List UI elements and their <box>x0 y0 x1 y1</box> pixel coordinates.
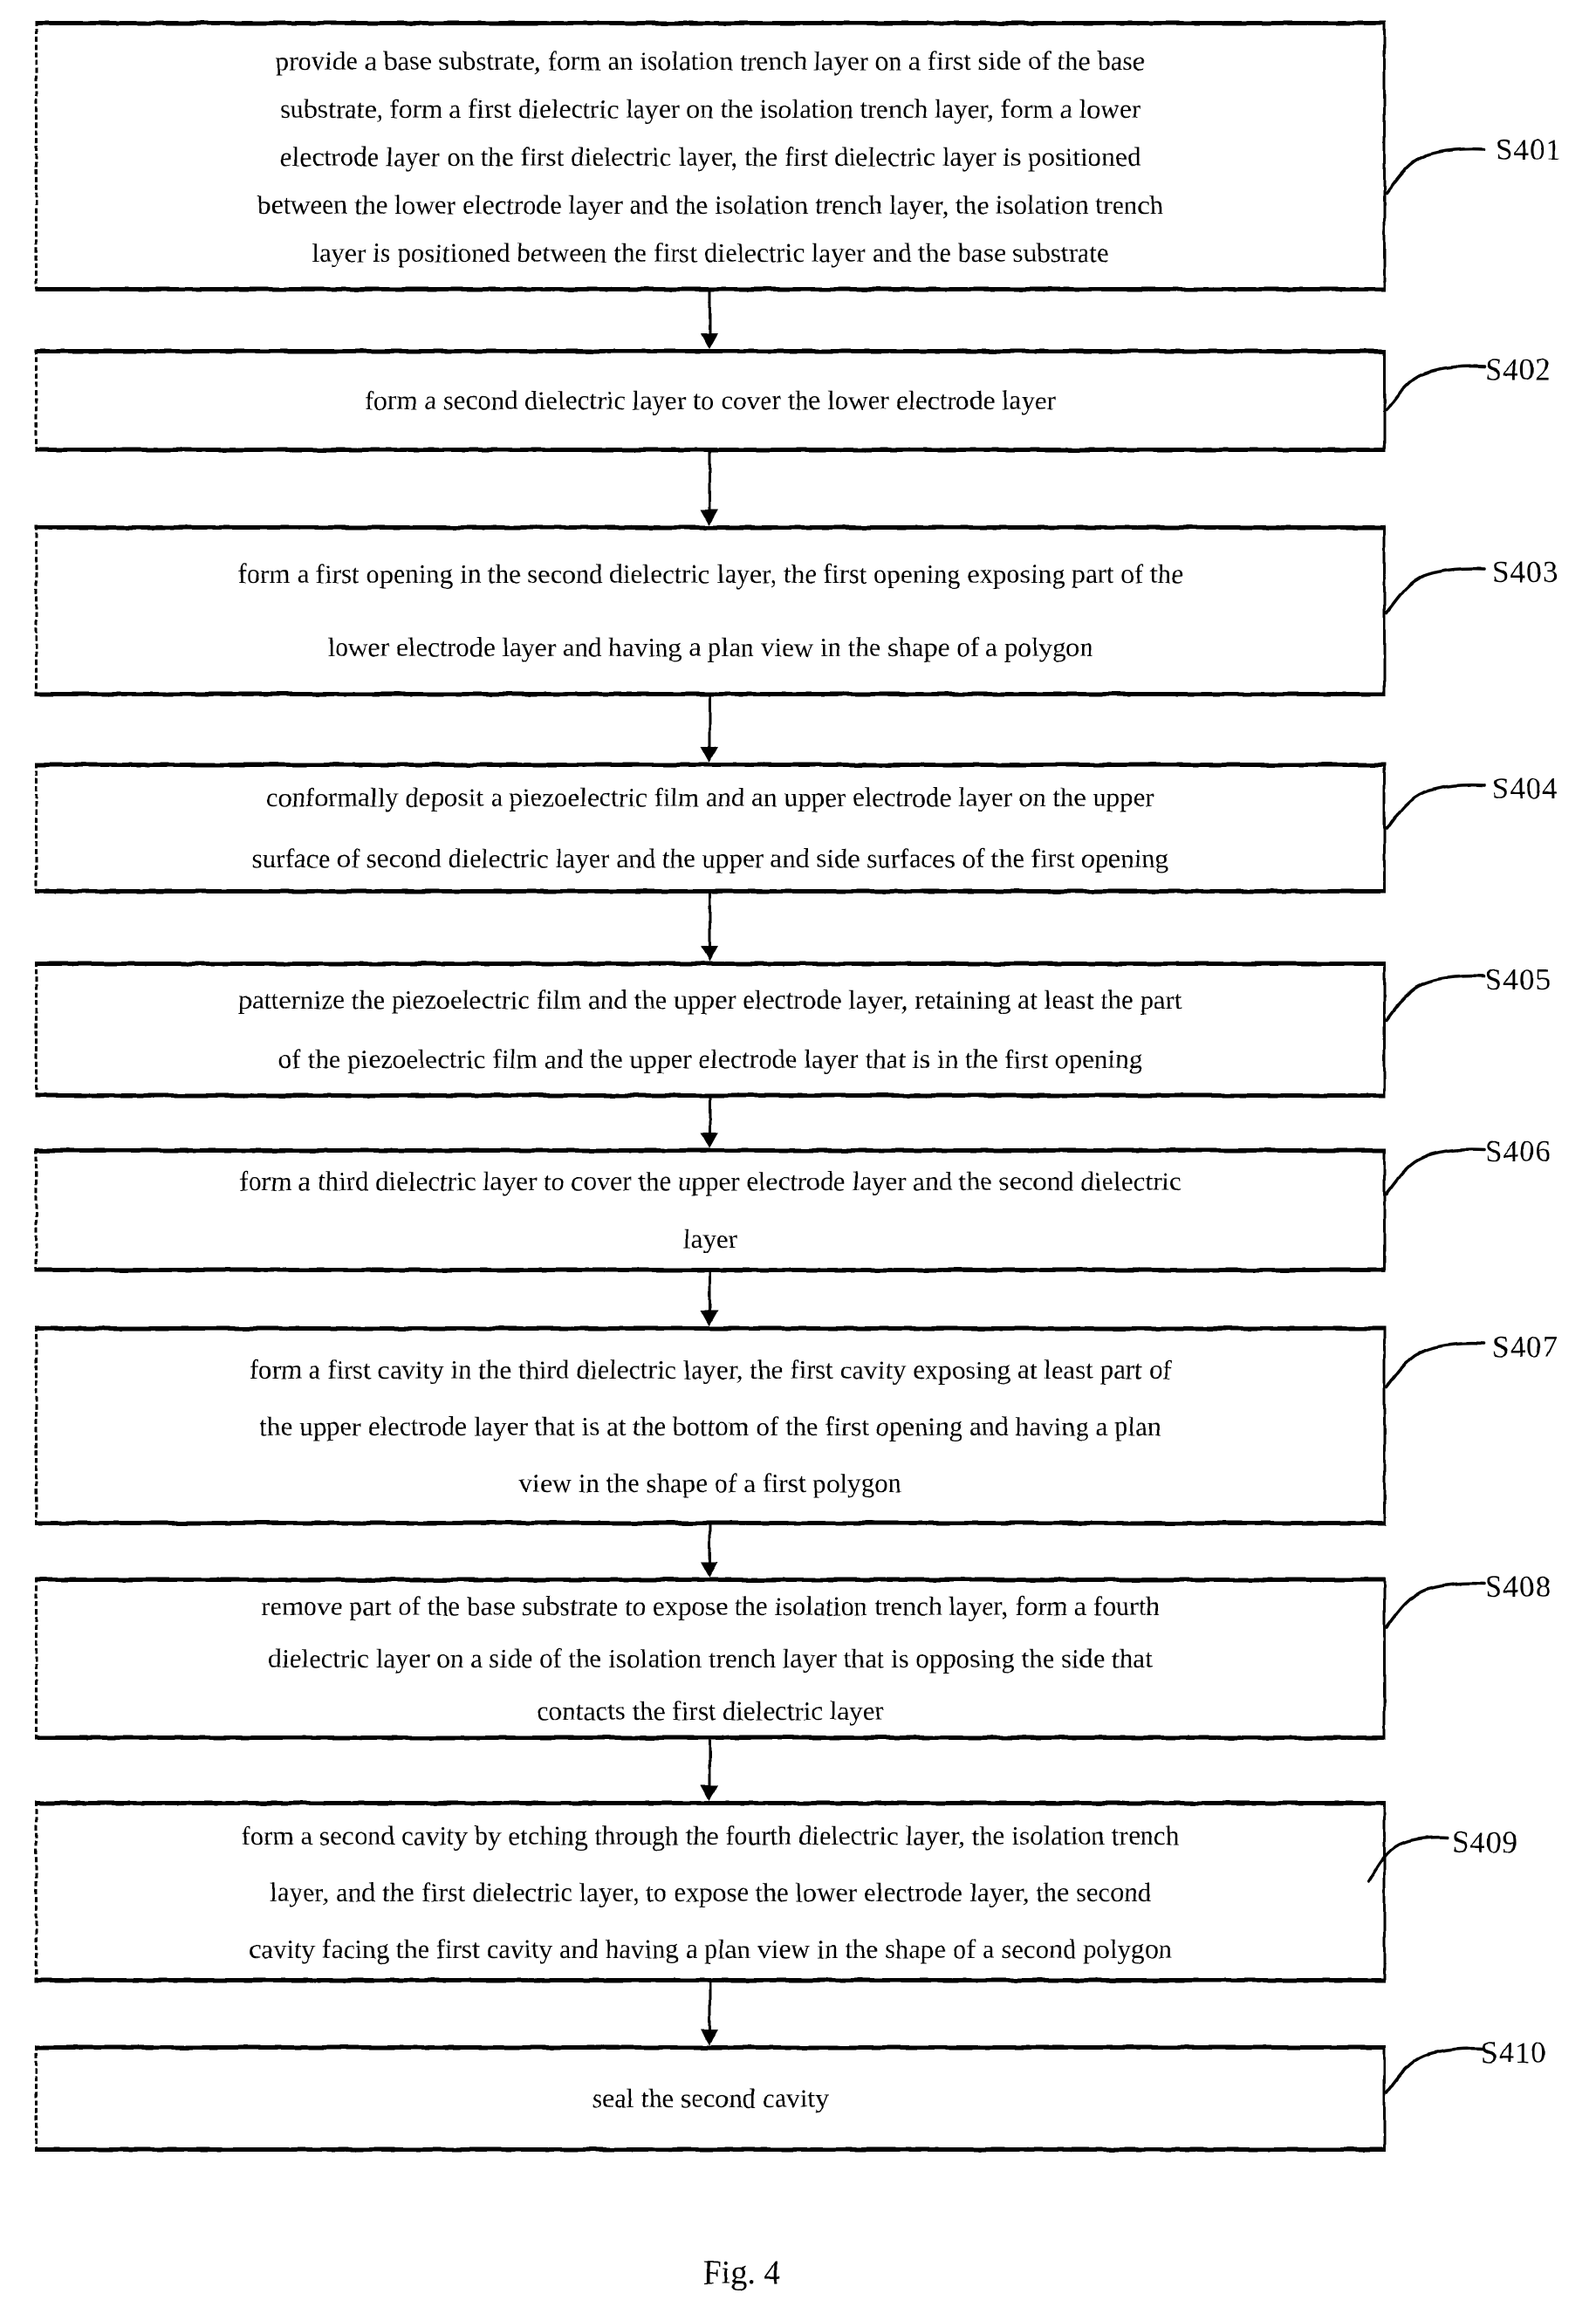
step-text: form a second dielectric layer to cover … <box>365 385 1056 415</box>
down-arrow-icon <box>701 696 718 763</box>
arrow-head <box>701 2030 718 2045</box>
step-label-s410: S410 <box>1481 2036 1547 2070</box>
step-text: form a first cavity in the third dielect… <box>249 1353 1172 1498</box>
down-arrow-icon <box>701 1525 718 1578</box>
down-arrow-icon <box>701 1982 718 2045</box>
arrow-shaft <box>709 1098 711 1135</box>
arrow-shaft <box>709 696 711 750</box>
step-box-s402: form a second dielectric layer to cover … <box>35 349 1386 452</box>
step-box-s405: patternize the piezoelectric film and th… <box>35 962 1386 1098</box>
down-arrow-icon <box>701 893 718 962</box>
leader-line-icon <box>1384 144 1487 195</box>
leader-line-icon <box>1384 1145 1487 1195</box>
step-box-s406: form a third dielectric layer to cover t… <box>35 1148 1386 1272</box>
step-label-s409: S409 <box>1452 1825 1518 1859</box>
step-label-s401: S401 <box>1496 133 1562 167</box>
step-text: form a first opening in the second diele… <box>237 558 1183 662</box>
down-arrow-icon <box>701 1272 718 1326</box>
arrow-head <box>701 946 718 962</box>
step-box-s404: conformally deposit a piezoelectric film… <box>35 763 1386 893</box>
arrow-shaft <box>709 893 711 948</box>
leader-line-icon <box>1384 2044 1487 2094</box>
leader-line-icon <box>1367 1832 1450 1883</box>
step-box-s410: seal the second cavity <box>35 2045 1386 2152</box>
arrow-shaft <box>709 1272 711 1313</box>
step-text: provide a base substrate, form an isolat… <box>257 44 1163 268</box>
step-box-s407: form a first cavity in the third dielect… <box>35 1326 1386 1525</box>
step-text: form a third dielectric layer to cover t… <box>239 1166 1182 1254</box>
step-label-s405: S405 <box>1485 962 1551 996</box>
step-text: form a second cavity by etching through … <box>241 1819 1180 1964</box>
leader-line-icon <box>1384 780 1487 831</box>
leader-line-icon <box>1384 1338 1487 1389</box>
step-text: patternize the piezoelectric film and th… <box>238 984 1182 1074</box>
arrow-shaft <box>709 291 711 336</box>
arrow-head <box>701 747 718 763</box>
step-label-s404: S404 <box>1492 771 1558 805</box>
leader-line-icon <box>1384 971 1487 1022</box>
arrow-shaft <box>709 1525 711 1564</box>
leader-line-icon <box>1384 564 1487 614</box>
arrow-head <box>701 1562 718 1578</box>
down-arrow-icon <box>701 452 718 525</box>
leader-line-icon <box>1384 361 1487 412</box>
step-box-s403: form a first opening in the second diele… <box>35 525 1386 696</box>
step-label-s402: S402 <box>1485 353 1551 387</box>
step-box-s401: provide a base substrate, form an isolat… <box>35 21 1386 291</box>
leader-line-icon <box>1384 1578 1487 1629</box>
step-label-s403: S403 <box>1492 555 1558 589</box>
step-text: seal the second cavity <box>592 2083 829 2113</box>
arrow-head <box>701 510 718 525</box>
step-label-s408: S408 <box>1485 1570 1551 1604</box>
arrow-shaft <box>709 1740 711 1788</box>
step-label-s407: S407 <box>1492 1330 1558 1364</box>
down-arrow-icon <box>701 1740 718 1801</box>
down-arrow-icon <box>701 1098 718 1148</box>
arrow-head <box>701 1785 718 1801</box>
step-text: conformally deposit a piezoelectric film… <box>251 782 1169 873</box>
figure-caption: Fig. 4 <box>702 2255 781 2291</box>
step-box-s408: remove part of the base substrate to exp… <box>35 1578 1386 1740</box>
arrow-head <box>701 333 718 349</box>
arrow-head <box>701 1311 718 1326</box>
step-label-s406: S406 <box>1485 1134 1551 1168</box>
arrow-shaft <box>709 452 711 512</box>
step-text: remove part of the base substrate to exp… <box>261 1591 1160 1726</box>
step-box-s409: form a second cavity by etching through … <box>35 1801 1386 1982</box>
arrow-head <box>701 1133 718 1148</box>
arrow-shaft <box>709 1982 711 2032</box>
down-arrow-icon <box>701 291 718 349</box>
